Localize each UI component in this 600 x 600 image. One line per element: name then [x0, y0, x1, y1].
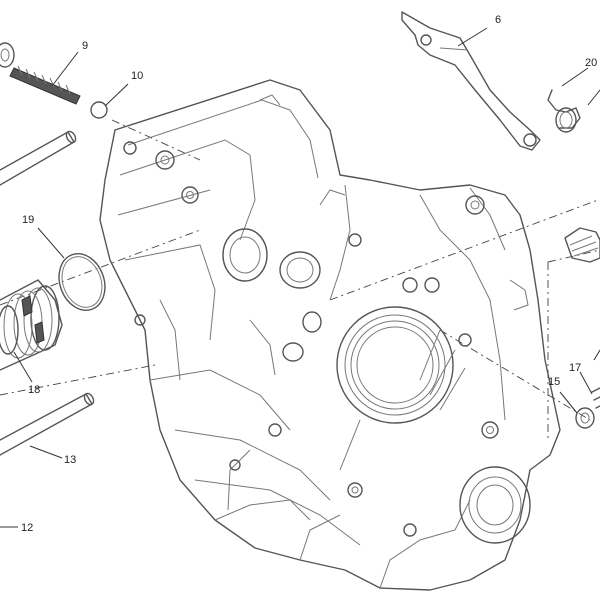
callout-19: 19: [22, 214, 34, 226]
callout-20: 20: [585, 57, 597, 69]
return-spring-part-20: [547, 89, 581, 133]
upper-shaft: [0, 130, 77, 186]
callout-9: 9: [82, 40, 88, 52]
spring-part-17: [591, 387, 600, 409]
callout-6: 6: [495, 14, 501, 26]
spring-part-9: [0, 42, 81, 105]
callout-18: 18: [28, 384, 40, 396]
coil-spring-right: [564, 227, 600, 263]
callout-12: 12: [21, 522, 33, 534]
washer-part-15: [575, 407, 595, 429]
callout-labels: 6 9 10 12 13 15 17 18 19 20: [21, 14, 597, 534]
lever-part-6: [401, 11, 541, 151]
leader-lines: [0, 27, 600, 528]
shift-drum-part-18: [0, 279, 63, 371]
callout-17: 17: [569, 362, 581, 374]
crankcase-half: [99, 79, 561, 591]
alignment-axes: [0, 119, 600, 440]
small-ring-part-10: [90, 101, 108, 119]
callout-15: 15: [548, 376, 560, 388]
o-ring-part-19: [58, 253, 106, 311]
callout-13: 13: [64, 454, 76, 466]
lower-rod-part-13: [0, 392, 95, 456]
callout-10: 10: [131, 70, 143, 82]
